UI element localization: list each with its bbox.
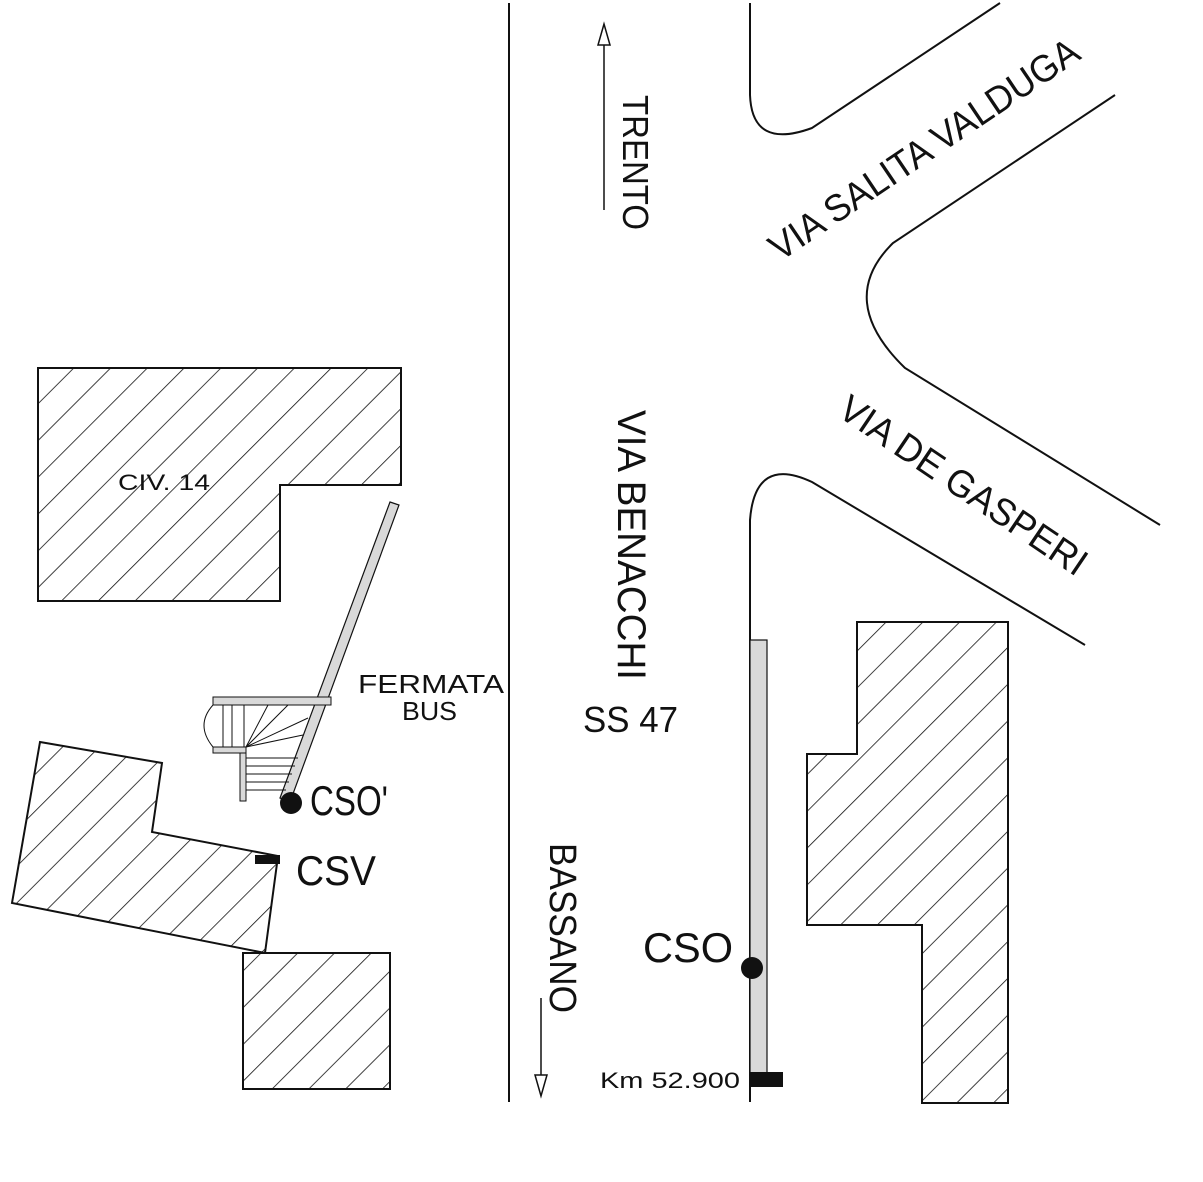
- arrow-up-icon: [597, 21, 611, 210]
- building-southwest: [10, 740, 280, 955]
- arrow-down-icon: [534, 998, 548, 1099]
- label-ss47: SS 47: [583, 699, 678, 740]
- sidewalk-ramp-west: [279, 501, 400, 803]
- staircase: [203, 696, 332, 802]
- csv-marker: [255, 855, 280, 864]
- km-marker: [750, 1072, 783, 1087]
- label-via-benacchi: VIA BENACCHI: [609, 410, 653, 680]
- label-via-salita-valduga: VIA SALITA VALDUGA: [762, 30, 1089, 269]
- label-civ-14: CIV. 14: [118, 470, 210, 495]
- label-bassano: BASSANO: [541, 843, 583, 1013]
- road-edge-middle-corner: [865, 94, 1161, 526]
- building-south-small: [242, 952, 391, 1090]
- building-east: [806, 621, 1009, 1104]
- cso-prime-marker: [280, 792, 302, 814]
- cso-marker: [741, 957, 763, 979]
- label-km: Km 52.900: [600, 1068, 740, 1093]
- building-civ-14: [37, 367, 402, 602]
- label-trento: TRENTO: [615, 95, 656, 230]
- label-via-de-gasperi: VIA DE GASPERI: [831, 388, 1095, 585]
- label-cso-prime: CSO': [310, 777, 388, 824]
- sidewalk-east: [749, 639, 768, 1076]
- road-edge-north-corner: [749, 2, 1001, 136]
- label-fermata: FERMATA: [358, 669, 505, 699]
- road-edge-south-corner: [749, 473, 1086, 1102]
- label-bus: BUS: [402, 696, 457, 726]
- label-cso: CSO: [643, 924, 733, 971]
- label-csv: CSV: [296, 847, 376, 894]
